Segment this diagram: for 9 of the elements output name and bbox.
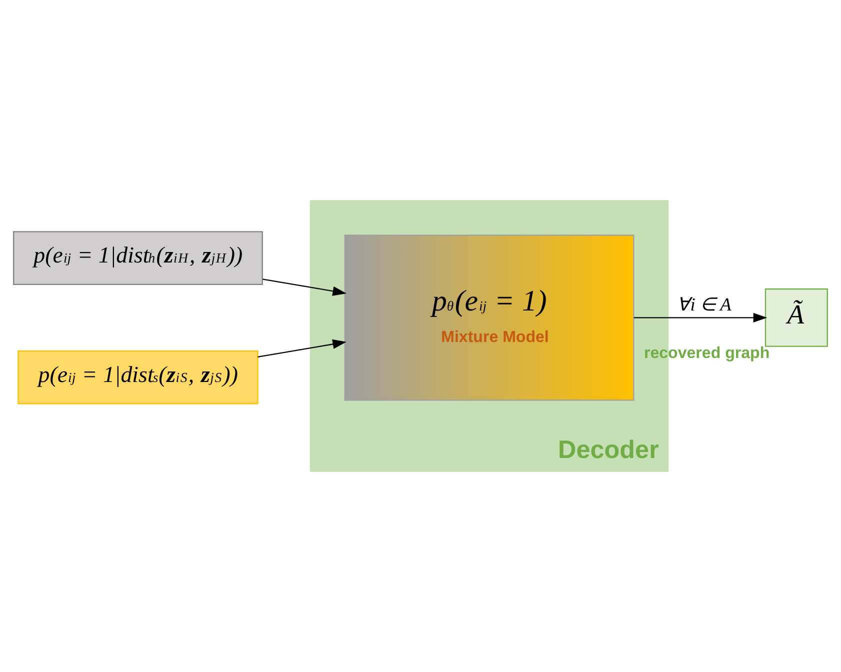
edge-label: ∀i ∈ A xyxy=(677,294,732,315)
arrow xyxy=(258,339,346,358)
arrow xyxy=(262,278,346,296)
node-box: Ã xyxy=(764,288,828,347)
node-box: p(eij = 1|dists(ziS, zjS)) xyxy=(18,350,258,404)
arrow xyxy=(634,312,768,322)
node-box: pθ(eij = 1) Mixture Model xyxy=(344,234,634,401)
node-box: p(eij = 1|disth(ziH, zjH)) xyxy=(13,231,263,285)
node-label: recovered graph xyxy=(644,344,770,362)
